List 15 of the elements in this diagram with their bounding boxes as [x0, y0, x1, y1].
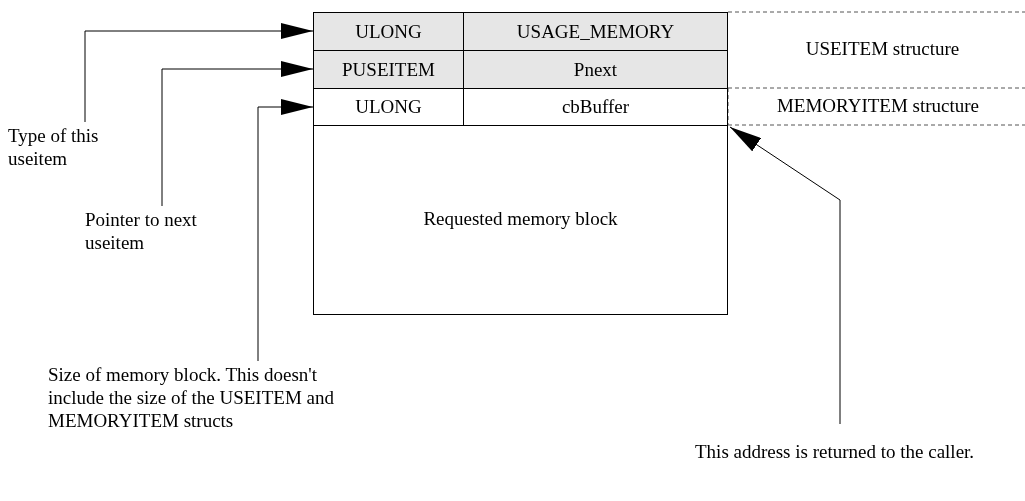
leader-arrow	[257, 99, 314, 362]
field-cell: Pnext	[463, 50, 728, 89]
leader-arrow	[161, 61, 314, 207]
annotation-text: This address is returned to the caller.	[695, 440, 975, 463]
annotation-text: Type of this useitem	[8, 124, 118, 170]
structure-label: USEITEM structure	[804, 38, 961, 60]
memory-block: Requested memory block	[313, 125, 728, 315]
annotation-text: Pointer to next useitem	[85, 208, 215, 254]
leader-arrow	[729, 126, 841, 425]
field-cell: ULONG	[313, 12, 464, 51]
field-cell: PUSEITEM	[313, 50, 464, 89]
field-cell: USAGE_MEMORY	[463, 12, 728, 51]
structure-label: MEMORYITEM structure	[775, 95, 981, 117]
annotation-text: Size of memory block. This doesn't include the size of the USEITEM and MEMORYITEM structs	[48, 363, 338, 432]
leader-arrow	[84, 23, 314, 123]
